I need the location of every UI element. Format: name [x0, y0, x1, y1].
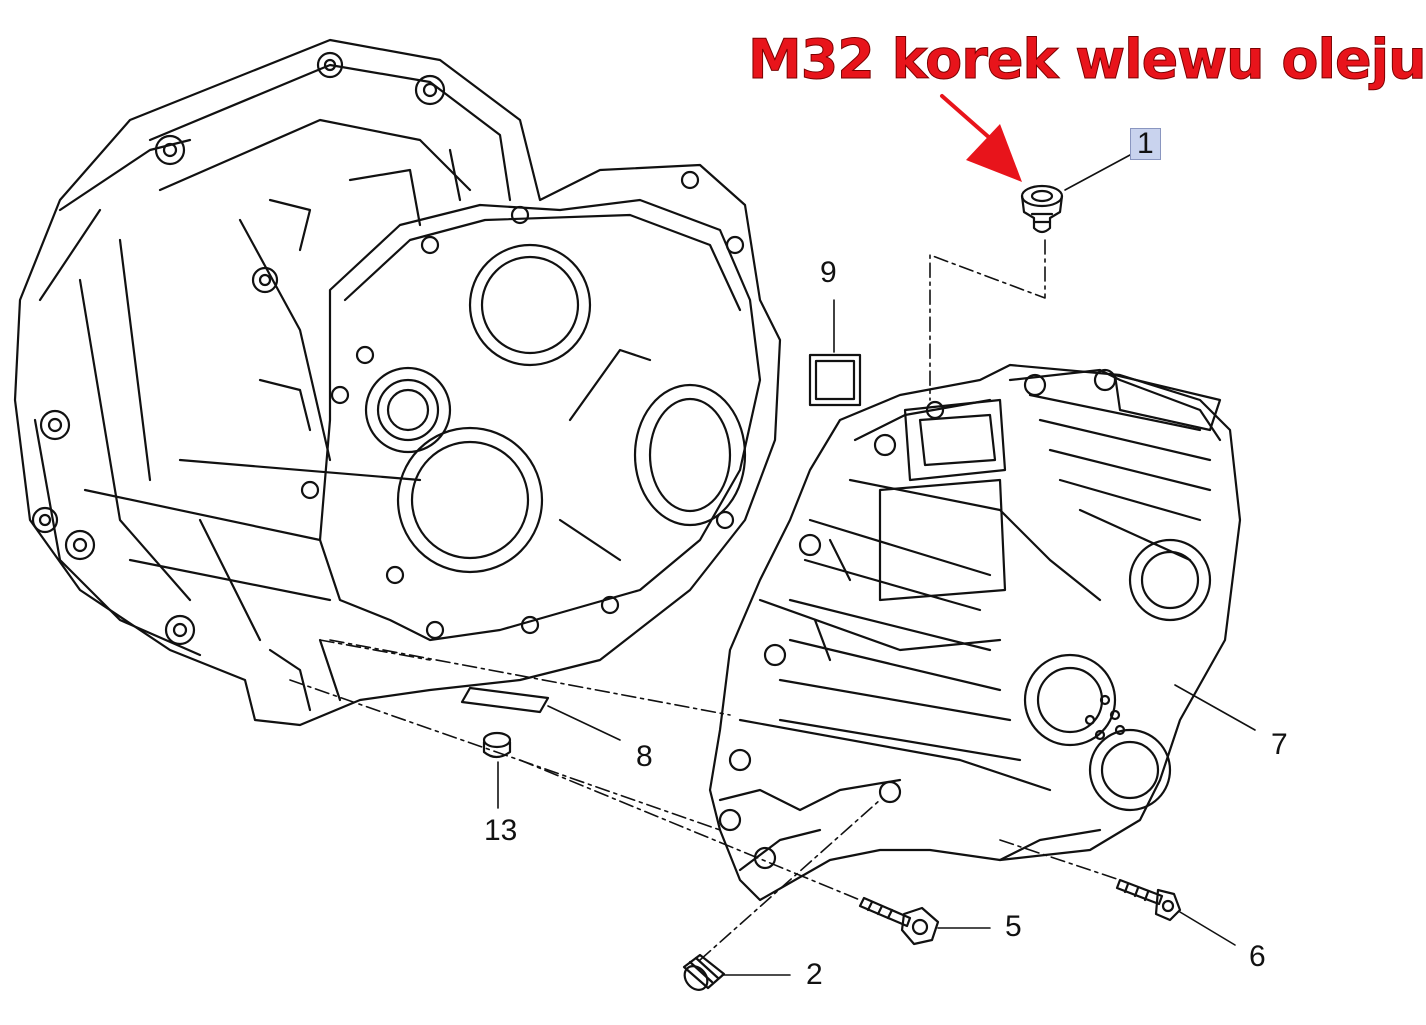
dowel-13	[482, 731, 512, 759]
clutch-housing	[13, 38, 782, 727]
gearbox-housing-7	[708, 363, 1242, 902]
red-arrow-icon	[940, 94, 1022, 182]
seal-9	[808, 353, 862, 407]
leader-lines	[497, 154, 1256, 976]
part-label-2: 2	[806, 958, 823, 991]
part-label-13: 13	[484, 814, 518, 847]
part-label-7: 7	[1271, 728, 1288, 761]
alignment-lines	[289, 239, 1121, 961]
bolt-6	[1115, 878, 1182, 922]
bolt-5	[858, 896, 940, 946]
part-label-6: 6	[1249, 940, 1266, 973]
filler-plug-1	[1020, 184, 1064, 234]
shim-8	[460, 686, 550, 714]
drain-plug-2	[682, 953, 726, 991]
exploded-parts-diagram	[13, 38, 1256, 991]
part-label-9: 9	[820, 256, 837, 289]
part-label-1: 1	[1130, 128, 1161, 160]
callout-title: M32 korek wlewu oleju	[748, 28, 1426, 92]
part-label-8: 8	[636, 740, 653, 773]
part-label-5: 5	[1005, 910, 1022, 943]
